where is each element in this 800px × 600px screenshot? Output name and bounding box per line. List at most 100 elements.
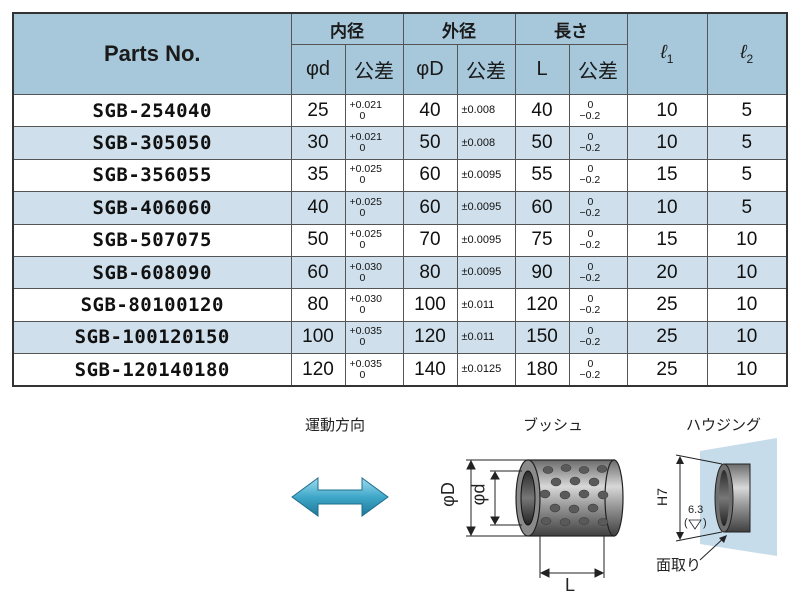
cell-length: 60 (514, 191, 570, 225)
cell-length-tolerance: 0−0.2 (568, 158, 628, 193)
cell-part-no: SGB-356055 (12, 158, 292, 193)
header-l1: ℓ1 (626, 12, 708, 95)
cell-inner-diameter: 80 (290, 288, 346, 322)
bush-label: ブッシュ (523, 417, 584, 434)
cell-length: 50 (514, 126, 570, 160)
cell-part-no: SGB-406060 (12, 191, 292, 225)
cell-length: 120 (514, 288, 570, 322)
cell-l1: 15 (626, 158, 708, 193)
spec-table: Parts No. 内径 外径 長さ ℓ1 ℓ2 φd 公差 φD 公差 L 公… (12, 12, 788, 388)
cell-length: 40 (514, 93, 570, 128)
cell-length: 150 (514, 320, 570, 355)
cell-outer-diameter: 120 (402, 320, 458, 355)
cell-l1: 10 (626, 126, 708, 160)
cell-outer-diameter: 80 (402, 255, 458, 290)
cell-inner-diameter: 40 (290, 191, 346, 225)
cell-inner-diameter: 30 (290, 126, 346, 160)
header-length: 長さ (514, 12, 628, 45)
cell-outer-diameter: 60 (402, 191, 458, 225)
cell-length: 75 (514, 223, 570, 257)
cell-length: 180 (514, 353, 570, 387)
header-outer-diameter: 外径 (402, 12, 516, 45)
cell-part-no: SGB-254040 (12, 93, 292, 128)
cell-outer-tolerance: ±0.0095 (456, 255, 516, 290)
cell-inner-diameter: 100 (290, 320, 346, 355)
housing-label: ハウジング (686, 417, 762, 434)
cell-l1: 15 (626, 223, 708, 257)
cell-outer-tolerance: ±0.011 (456, 288, 516, 322)
cell-length: 55 (514, 158, 570, 193)
motion-arrow-icon (291, 477, 389, 517)
cell-outer-diameter: 100 (402, 288, 458, 322)
cell-part-no: SGB-305050 (12, 126, 292, 160)
header-phi-d: φd (290, 44, 346, 95)
cell-outer-tolerance: ±0.0095 (456, 191, 516, 225)
cell-part-no: SGB-100120150 (12, 320, 292, 355)
cell-outer-tolerance: ±0.011 (456, 320, 516, 355)
cell-length: 90 (514, 255, 570, 290)
cell-outer-tolerance: ±0.008 (456, 93, 516, 128)
cell-outer-diameter: 140 (402, 353, 458, 387)
cell-outer-diameter: 70 (402, 223, 458, 257)
cell-length-tolerance: 0−0.2 (568, 191, 628, 225)
cell-inner-diameter: 25 (290, 93, 346, 128)
cell-l1: 10 (626, 93, 708, 128)
cell-length-tolerance: 0−0.2 (568, 288, 628, 322)
cell-part-no: SGB-507075 (12, 223, 292, 257)
cell-l2: 10 (706, 320, 788, 355)
header-parts-no: Parts No. (12, 12, 292, 95)
dimension-lines (466, 459, 605, 578)
housing-icon (675, 438, 777, 561)
cell-part-no: SGB-120140180 (12, 353, 292, 387)
cell-l1: 25 (626, 353, 708, 387)
header-inner-diameter: 内径 (290, 12, 404, 45)
cell-outer-tolerance: ±0.0095 (456, 223, 516, 257)
header-phi-D: φD (402, 44, 458, 95)
cell-length-tolerance: 0−0.2 (568, 126, 628, 160)
outer-diameter-label: φD (437, 482, 458, 507)
motion-direction-label: 運動方向 (305, 417, 366, 434)
cell-inner-diameter: 35 (290, 158, 346, 193)
bush-icon (515, 459, 624, 537)
header-d-tolerance: 公差 (344, 44, 404, 95)
inner-diameter-label: φd (468, 483, 489, 506)
cell-outer-tolerance: ±0.0095 (456, 158, 516, 193)
cell-l2: 10 (706, 255, 788, 290)
cell-inner-diameter: 60 (290, 255, 346, 290)
cell-inner-diameter: 120 (290, 353, 346, 387)
cell-l1: 20 (626, 255, 708, 290)
surface-bracket: ( ) (684, 517, 707, 529)
cell-length-tolerance: 0−0.2 (568, 255, 628, 290)
cell-inner-diameter: 50 (290, 223, 346, 257)
chamfer-label: 面取り (656, 557, 702, 574)
cell-length-tolerance: 0−0.2 (568, 223, 628, 257)
cell-l2: 10 (706, 223, 788, 257)
h7-label: H7 (653, 488, 670, 506)
cell-length-tolerance: 0−0.2 (568, 93, 628, 128)
cell-length-tolerance: 0−0.2 (568, 353, 628, 387)
length-label: L (565, 575, 576, 595)
cell-l1: 25 (626, 288, 708, 322)
cell-l2: 10 (706, 288, 788, 322)
cell-l1: 10 (626, 191, 708, 225)
surface-roughness-label: 6.3 (688, 504, 704, 516)
cell-l2: 5 (706, 158, 788, 193)
header-D-tolerance: 公差 (456, 44, 516, 95)
cell-l1: 25 (626, 320, 708, 355)
